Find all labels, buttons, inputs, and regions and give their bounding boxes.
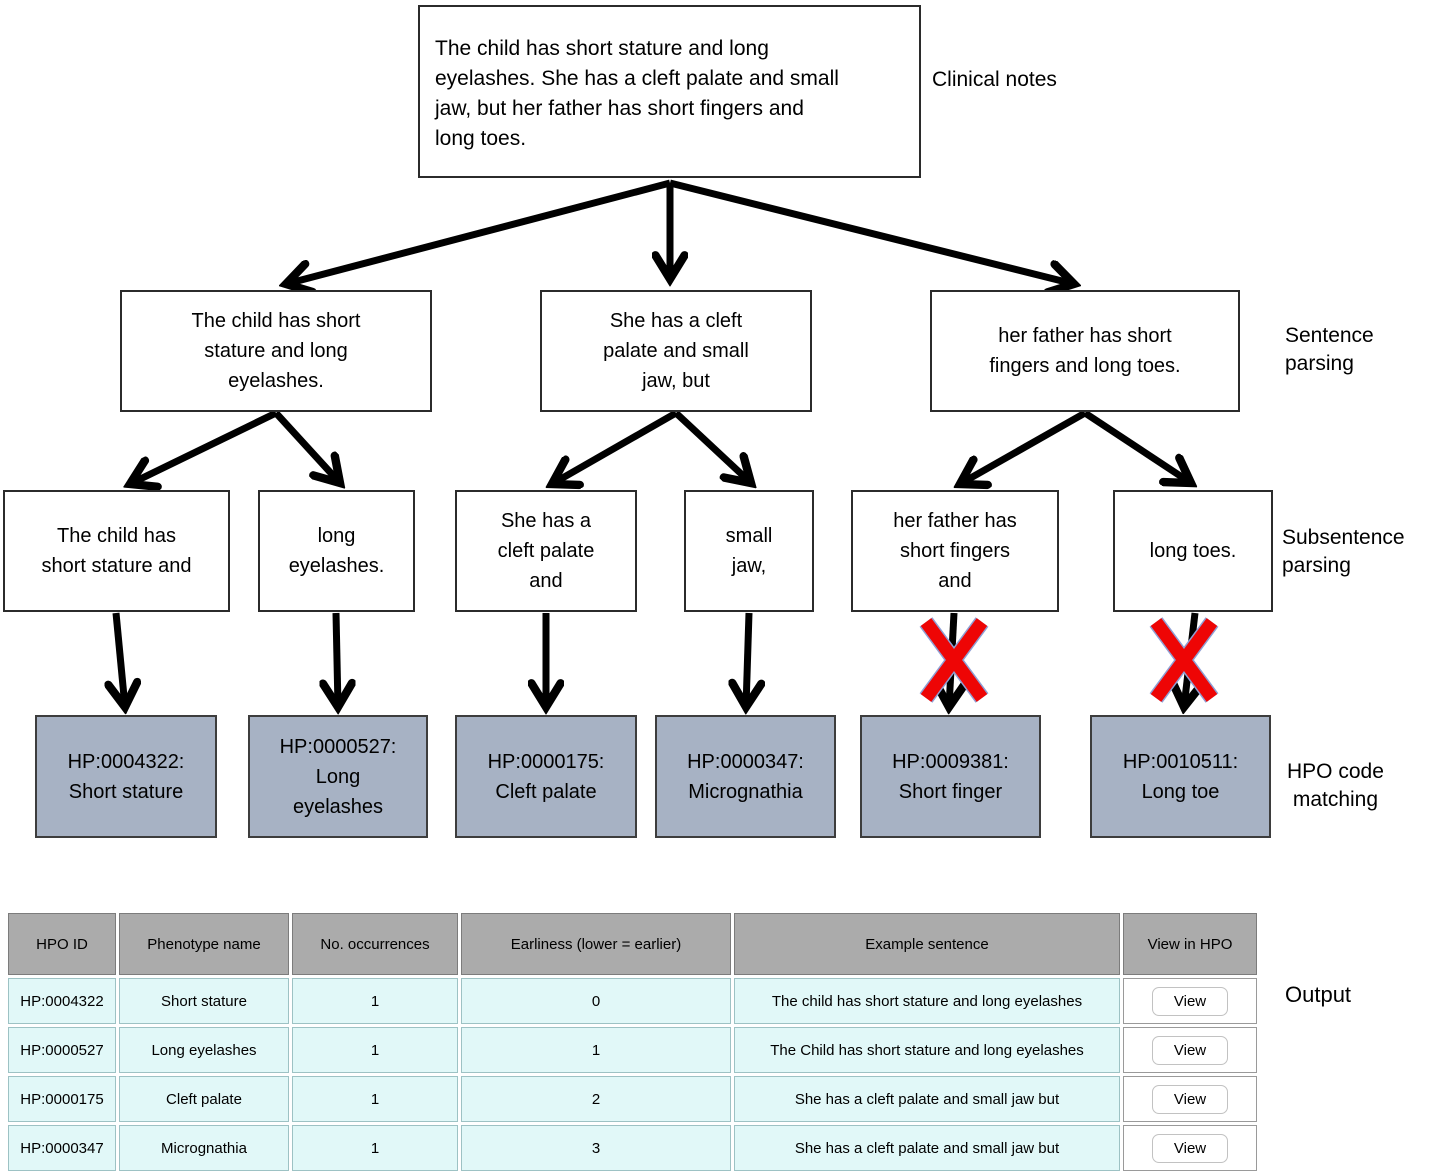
cell-example-sentence: The child has short stature and long eye…	[734, 978, 1120, 1024]
col-header-hpo-id: HPO ID	[8, 913, 116, 975]
subsentence-box: She has a cleft palate and	[455, 490, 637, 612]
hpo-code-box: HP:0000175: Cleft palate	[455, 715, 637, 838]
table-row: HP:0000347 Micrognathia 1 3 She has a cl…	[8, 1125, 1257, 1171]
cell-occurrences: 1	[292, 1076, 458, 1122]
subsentence-box: her father has short fingers and	[851, 490, 1059, 612]
rejection-x-icon	[1149, 617, 1219, 703]
cell-view: View	[1123, 1076, 1257, 1122]
arrow	[1083, 410, 1191, 483]
hpo-code-box: HP:0000347: Micrognathia	[655, 715, 836, 838]
cell-view: View	[1123, 978, 1257, 1024]
rejection-x-icon	[919, 617, 989, 703]
view-in-hpo-button[interactable]: View	[1151, 1035, 1229, 1065]
table-row: HP:0000527 Long eyelashes 1 1 The Child …	[8, 1027, 1257, 1073]
col-header-example-sentence: Example sentence	[734, 913, 1120, 975]
arrow	[286, 179, 671, 284]
cell-view: View	[1123, 1027, 1257, 1073]
hpo-code-box: HP:0004322: Short stature	[35, 715, 217, 838]
arrow	[552, 409, 678, 484]
cell-hpo-id: HP:0000347	[8, 1125, 116, 1171]
cell-earliness: 2	[461, 1076, 731, 1122]
hpo-code-box: HP:0000527: Long eyelashes	[248, 715, 428, 838]
view-in-hpo-button[interactable]: View	[1151, 1084, 1229, 1114]
clinical-notes-box: The child has short stature and long eye…	[418, 5, 921, 178]
col-header-occurrences: No. occurrences	[292, 913, 458, 975]
arrow	[130, 409, 278, 484]
arrow	[1184, 612, 1195, 707]
subsentence-box: long eyelashes.	[258, 490, 415, 612]
cell-hpo-id: HP:0000175	[8, 1076, 116, 1122]
cell-phenotype-name: Long eyelashes	[119, 1027, 289, 1073]
arrow	[336, 612, 338, 707]
cell-hpo-id: HP:0000527	[8, 1027, 116, 1073]
arrow	[960, 409, 1087, 484]
hpo-code-matching-label: HPO code matching	[1287, 760, 1384, 811]
cell-example-sentence: The Child has short stature and long eye…	[734, 1027, 1120, 1073]
cell-example-sentence: She has a cleft palate and small jaw but	[734, 1125, 1120, 1171]
table-header-row: HPO ID Phenotype name No. occurrences Ea…	[8, 913, 1257, 975]
arrow	[669, 179, 1074, 284]
col-header-phenotype-name: Phenotype name	[119, 913, 289, 975]
output-label: Output	[1285, 982, 1352, 1007]
sentence-box: She has a cleft palate and small jaw, bu…	[540, 290, 812, 412]
col-header-earliness: Earliness (lower = earlier)	[461, 913, 731, 975]
cell-phenotype-name: Cleft palate	[119, 1076, 289, 1122]
hpo-code-box: HP:0009381: Short finger	[860, 715, 1041, 838]
view-in-hpo-button[interactable]: View	[1151, 986, 1229, 1016]
cell-hpo-id: HP:0004322	[8, 978, 116, 1024]
sentence-box: The child has short stature and long eye…	[120, 290, 432, 412]
table-row: HP:0000175 Cleft palate 1 2 She has a cl…	[8, 1076, 1257, 1122]
cell-earliness: 0	[461, 978, 731, 1024]
arrow	[116, 612, 125, 707]
arrow	[273, 410, 340, 483]
cell-earliness: 1	[461, 1027, 731, 1073]
output-table: HPO ID Phenotype name No. occurrences Ea…	[5, 910, 1260, 1173]
cell-example-sentence: She has a cleft palate and small jaw but	[734, 1076, 1120, 1122]
subsentence-box: small jaw,	[684, 490, 814, 612]
sentence-box: her father has short fingers and long to…	[930, 290, 1240, 412]
cell-phenotype-name: Short stature	[119, 978, 289, 1024]
cell-occurrences: 1	[292, 1125, 458, 1171]
subsentence-box: long toes.	[1113, 490, 1273, 612]
arrow	[673, 410, 751, 483]
cell-view: View	[1123, 1125, 1257, 1171]
cell-earliness: 3	[461, 1125, 731, 1171]
subsentence-box: The child has short stature and	[3, 490, 230, 612]
table-row: HP:0004322 Short stature 1 0 The child h…	[8, 978, 1257, 1024]
view-in-hpo-button[interactable]: View	[1151, 1133, 1229, 1163]
hpo-code-box: HP:0010511: Long toe	[1090, 715, 1271, 838]
arrow	[949, 612, 954, 707]
cell-phenotype-name: Micrognathia	[119, 1125, 289, 1171]
clinical-notes-label: Clinical notes	[932, 68, 1057, 91]
col-header-view-in-hpo: View in HPO	[1123, 913, 1257, 975]
cell-occurrences: 1	[292, 978, 458, 1024]
cell-occurrences: 1	[292, 1027, 458, 1073]
subsentence-parsing-label: Subsentence parsing	[1282, 526, 1405, 577]
arrow	[746, 612, 749, 707]
sentence-parsing-label: Sentence parsing	[1285, 324, 1374, 375]
